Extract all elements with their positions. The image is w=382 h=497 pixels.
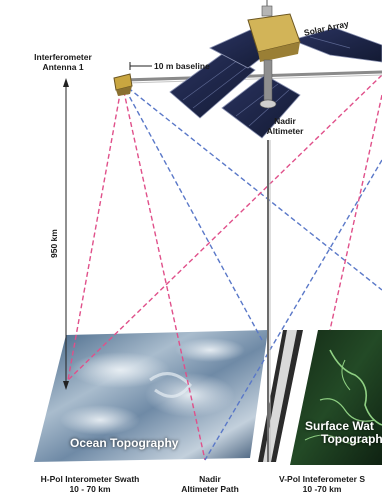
vpol-swath-line1: V-Pol Inteferometer S bbox=[279, 474, 365, 484]
vpol-swath-line2: 10 -70 km bbox=[302, 484, 342, 494]
ocean-topography-title: Ocean Topography bbox=[70, 436, 179, 450]
nadir-path-label: Nadir Altimeter Path bbox=[170, 474, 250, 494]
radar-beams bbox=[67, 74, 382, 461]
antenna-label-line1: Interferometer bbox=[34, 52, 92, 62]
nadir-altimeter-label: Nadir Altimeter bbox=[262, 116, 308, 136]
hpol-swath-line1: H-Pol Interometer Swath bbox=[40, 474, 140, 484]
hpol-swath-label: H-Pol Interometer Swath 10 - 70 km bbox=[20, 474, 160, 494]
antenna-label-line2: Antenna 1 bbox=[42, 62, 84, 72]
nadir-altimeter-line1: Nadir bbox=[274, 116, 296, 126]
solar-array bbox=[169, 27, 382, 139]
truss-boom bbox=[124, 70, 382, 84]
nadir-altimeter-line2: Altimeter bbox=[266, 126, 304, 136]
altitude-arrow bbox=[63, 78, 69, 390]
hpol-swath-line2: 10 - 70 km bbox=[69, 484, 111, 494]
surface-water-title-line1: Surface Wat bbox=[305, 419, 374, 433]
satellite-bus bbox=[247, 0, 301, 109]
surface-water-title-line2: Topograph bbox=[321, 432, 382, 446]
land-swath bbox=[290, 330, 382, 465]
altitude-label: 950 km bbox=[49, 229, 59, 258]
ocean-swath bbox=[34, 330, 268, 462]
nadir-path-strip bbox=[258, 330, 303, 462]
nadir-path-line1: Nadir bbox=[199, 474, 221, 484]
antenna-1 bbox=[113, 73, 133, 96]
surface-water-title: Surface Wat Topograph bbox=[305, 420, 382, 446]
nadir-path-line2: Altimeter Path bbox=[181, 484, 239, 494]
vpol-swath-label: V-Pol Inteferometer S 10 -70 km bbox=[262, 474, 382, 494]
nadir-beam bbox=[267, 140, 271, 462]
baseline-label: 10 m baseline bbox=[154, 61, 210, 71]
antenna-label: Interferometer Antenna 1 bbox=[22, 52, 104, 72]
